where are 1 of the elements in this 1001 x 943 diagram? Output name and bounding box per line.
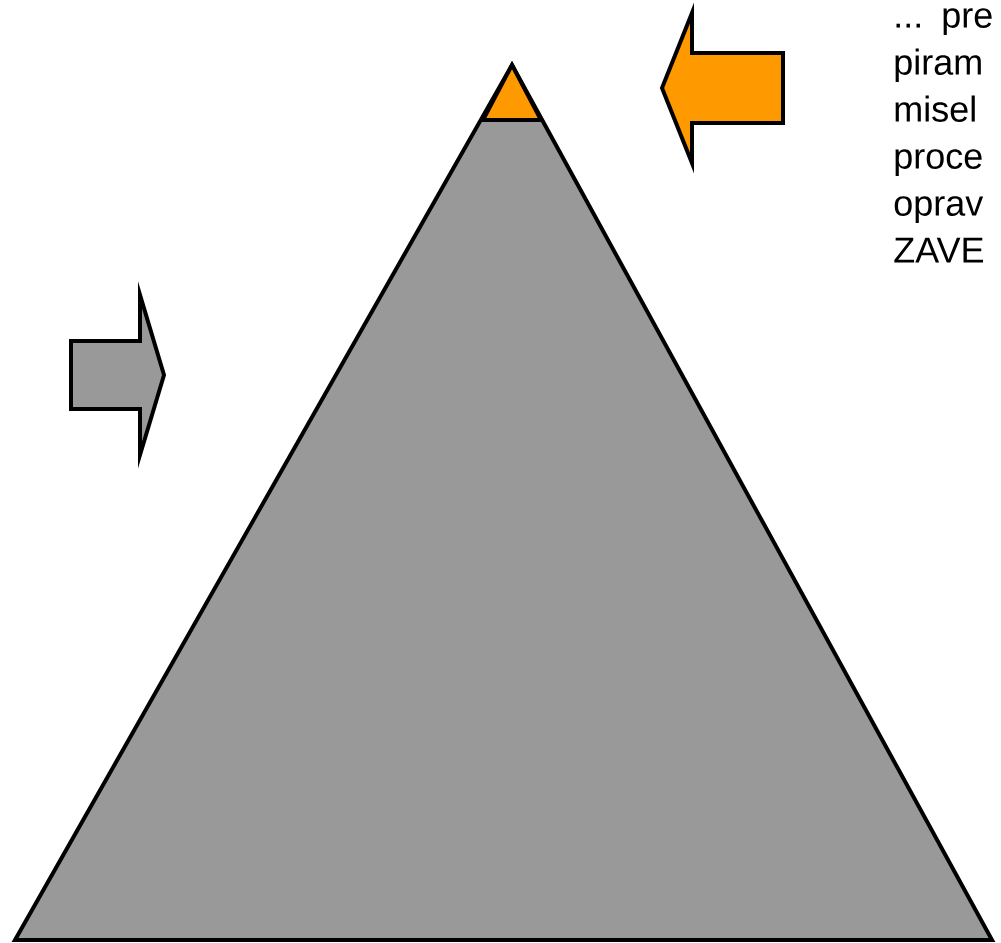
note-text: ... pre piram misel proce oprav ZAVE (894, 8, 992, 263)
